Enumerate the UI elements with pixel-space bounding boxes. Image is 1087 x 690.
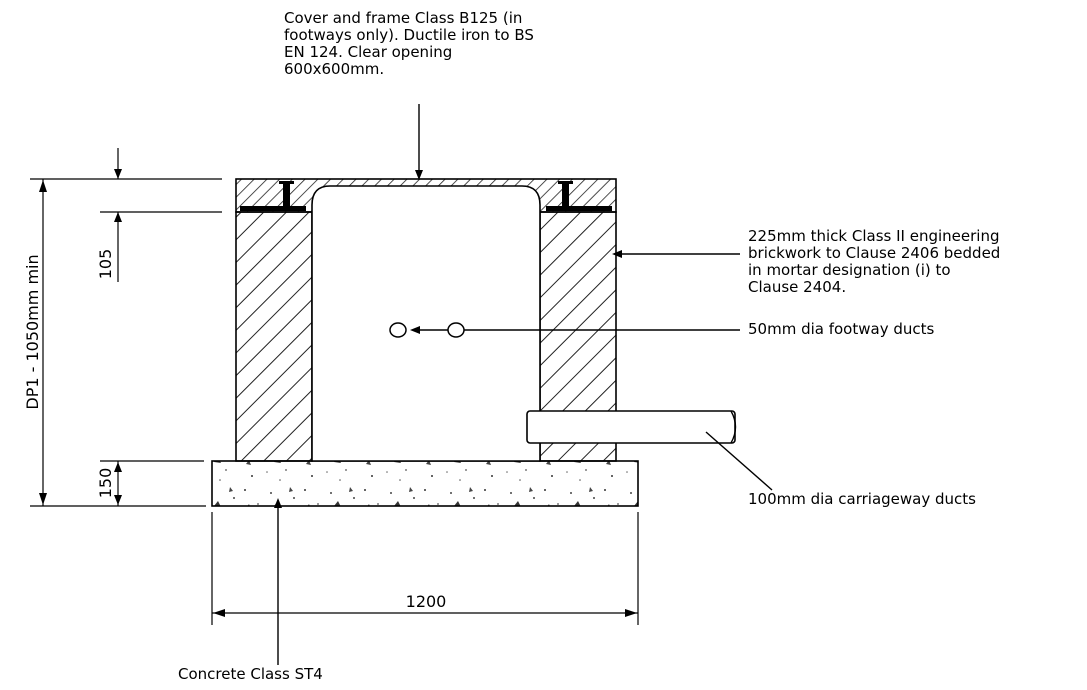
depth-arrow-bottom: [39, 493, 47, 505]
carriageway-leader: [705, 431, 773, 491]
footway-duct-left: [389, 322, 407, 338]
left-frame-stem: [283, 181, 290, 208]
footway-arrowhead: [410, 326, 420, 334]
width-arrow-left: [213, 609, 225, 617]
depth-arrow-top: [39, 180, 47, 192]
duct-end-cap: [730, 410, 737, 444]
right-frame-stem: [562, 181, 569, 208]
cover-arrow-top: [114, 169, 122, 179]
width-dimension-text: 1200: [405, 592, 447, 611]
carriageway-duct: [526, 410, 736, 444]
concrete-base: [211, 460, 639, 507]
carriageway-ducts-label: 100mm dia carriageway ducts: [748, 490, 976, 508]
left-frame-flange: [240, 206, 306, 211]
left-frame-top: [279, 181, 294, 184]
right-frame-top: [558, 181, 573, 184]
width-arrow-right: [625, 609, 637, 617]
brickwork-arrowhead: [612, 250, 622, 258]
depth-dimension-text: DP1 - 1050mm min: [23, 254, 42, 410]
base-arrow-top: [114, 462, 122, 472]
base-height-dimension-text: 150: [96, 467, 115, 499]
cover-arrow-bottom: [114, 212, 122, 222]
left-brick-wall: [235, 211, 313, 462]
chamber-interior: [311, 185, 541, 462]
right-frame-flange: [546, 206, 612, 211]
cover-height-dimension-text: 105: [96, 248, 115, 280]
concrete-arrowhead: [274, 498, 282, 508]
concrete-class-label: Concrete Class ST4: [178, 665, 323, 683]
brickwork-label: 225mm thick Class II engineering brickwo…: [748, 227, 1001, 296]
footway-duct-right: [447, 322, 465, 338]
base-arrow-bottom: [114, 495, 122, 505]
footway-ducts-label: 50mm dia footway ducts: [748, 320, 935, 338]
cover-arrowhead: [415, 170, 423, 180]
cover-frame-label: Cover and frame Class B125 (in footways …: [284, 9, 534, 78]
